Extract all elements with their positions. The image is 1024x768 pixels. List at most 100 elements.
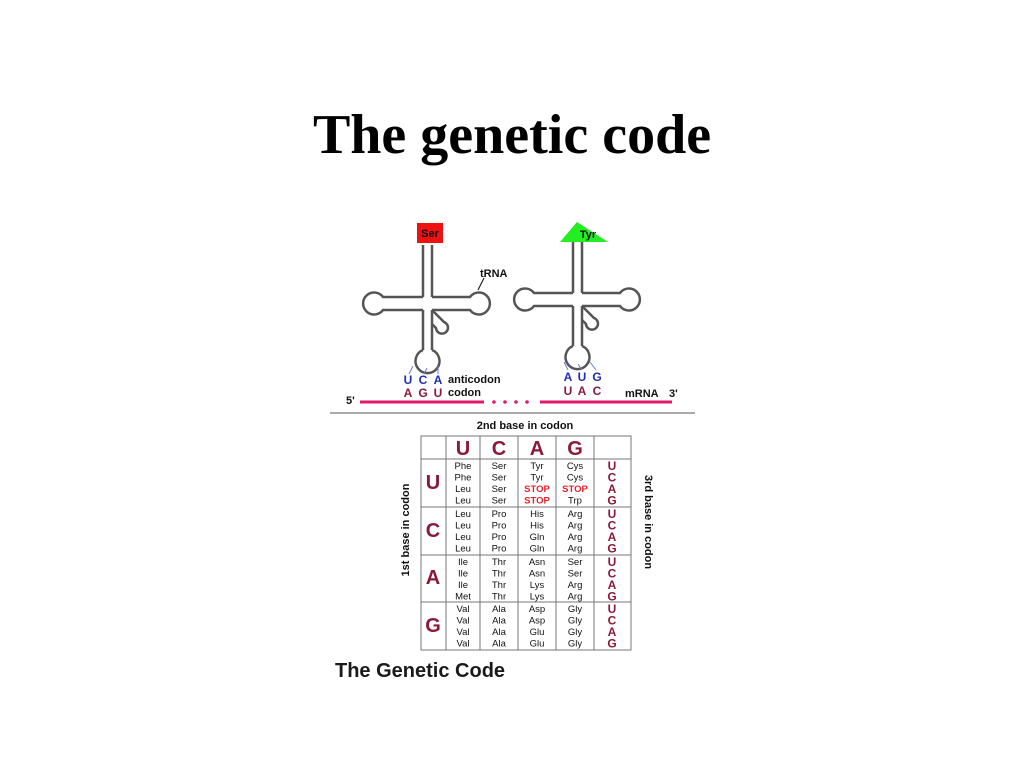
third-base-letter: U: [608, 459, 617, 473]
mrna-strand: [360, 400, 672, 404]
codon-cell-amino-acid: Val: [456, 604, 469, 615]
codon-cell-amino-acid: His: [530, 509, 544, 520]
anticodon-right-1: A: [564, 370, 573, 384]
figure-caption: The Genetic Code: [335, 660, 505, 682]
codon-cell-amino-acid: Ser: [492, 473, 507, 484]
codon-left-2: G: [418, 386, 427, 400]
third-base-letter: A: [608, 482, 617, 496]
third-base-letter: U: [608, 602, 617, 616]
codon-cell-amino-acid: Phe: [455, 473, 472, 484]
third-base-letter: G: [607, 542, 616, 556]
first-base-axis-label: 1st base in codon: [400, 483, 412, 576]
third-base-letter: C: [608, 614, 617, 628]
codon-cell-amino-acid: Leu: [455, 521, 471, 532]
codon-cell-amino-acid: Gln: [530, 544, 545, 555]
codon-cell-amino-acid: STOP: [562, 484, 588, 495]
anticodon-left-1: U: [404, 373, 413, 387]
codon-cell-amino-acid: Pro: [492, 521, 507, 532]
ser-amino-acid-box: [417, 223, 443, 243]
pairing-lines: [408, 361, 597, 375]
tyr-amino-acid-triangle: [560, 222, 608, 242]
codon-cell-amino-acid: Pro: [492, 532, 507, 543]
codon-cell-amino-acid: Gly: [568, 627, 583, 638]
trna-right: [512, 240, 642, 371]
second-base-axis-label: 2nd base in codon: [477, 420, 574, 432]
codon-cell-amino-acid: Thr: [492, 592, 506, 603]
third-base-letter: G: [607, 494, 616, 508]
codon-cell-amino-acid: Cys: [567, 461, 584, 472]
third-base-letter: A: [608, 625, 617, 639]
codon-cell-amino-acid: Val: [456, 639, 469, 650]
codon-cell-amino-acid: Pro: [492, 509, 507, 520]
codon-cell-amino-acid: Ser: [492, 484, 507, 495]
five-prime-label: 5': [346, 395, 355, 407]
anticodon-right-2: U: [578, 370, 587, 384]
codon-cell-amino-acid: Arg: [568, 580, 583, 591]
codon-cell-amino-acid: Ala: [492, 616, 506, 627]
trna-label: tRNA: [480, 268, 508, 280]
anticodon-label: anticodon: [448, 374, 501, 386]
second-base-u: U: [456, 438, 470, 460]
third-base-letter: U: [608, 507, 617, 521]
first-base-u: U: [426, 472, 440, 494]
codon-cell-amino-acid: Gly: [568, 604, 583, 615]
codon-cell-amino-acid: Trp: [568, 496, 582, 507]
codon-cell-amino-acid: Val: [456, 627, 469, 638]
codon-table-cells: PhePheLeuLeuSerSerSerSerTyrTyrSTOPSTOPCy…: [455, 459, 617, 651]
codon-right-1: U: [564, 384, 573, 398]
codon-cell-amino-acid: Arg: [568, 532, 583, 543]
codon-cell-amino-acid: Ser: [492, 496, 507, 507]
codon-cell-amino-acid: Leu: [455, 496, 471, 507]
codon-cell-amino-acid: Gly: [568, 616, 583, 627]
codon-cell-amino-acid: Asn: [529, 569, 545, 580]
third-base-letter: G: [607, 590, 616, 604]
codon-cell-amino-acid: Tyr: [530, 461, 543, 472]
codon-cell-amino-acid: Val: [456, 616, 469, 627]
codon-right-3: C: [593, 384, 602, 398]
codon-cell-amino-acid: Ser: [492, 461, 507, 472]
codon-cell-amino-acid: Ile: [458, 580, 468, 591]
first-base-c: C: [426, 520, 440, 542]
codon-cell-amino-acid: Ser: [568, 557, 583, 568]
codon-cell-amino-acid: Phe: [455, 461, 472, 472]
codon-cell-amino-acid: Arg: [568, 521, 583, 532]
codon-cell-amino-acid: STOP: [524, 496, 550, 507]
anticodon-right-3: G: [592, 370, 601, 384]
codon-cell-amino-acid: Gln: [530, 532, 545, 543]
codon-cell-amino-acid: Arg: [568, 509, 583, 520]
codon-cell-amino-acid: Lys: [530, 592, 545, 603]
codon-right-2: A: [578, 384, 587, 398]
trna-left: [361, 245, 492, 375]
codon-cell-amino-acid: Tyr: [530, 473, 543, 484]
three-prime-label: 3': [669, 388, 678, 400]
codon-cell-amino-acid: Glu: [530, 639, 545, 650]
first-base-g: G: [425, 615, 441, 637]
codon-cell-amino-acid: Asp: [529, 616, 545, 627]
third-base-letter: U: [608, 555, 617, 569]
codon-cell-amino-acid: Ile: [458, 569, 468, 580]
codon-cell-amino-acid: Leu: [455, 509, 471, 520]
third-base-axis-label: 3rd base in codon: [642, 475, 654, 569]
codon-cell-amino-acid: Arg: [568, 592, 583, 603]
codon-cell-amino-acid: Glu: [530, 627, 545, 638]
codon-cell-amino-acid: Arg: [568, 544, 583, 555]
codon-cell-amino-acid: Asn: [529, 557, 545, 568]
codon-cell-amino-acid: Leu: [455, 532, 471, 543]
third-base-letter: C: [608, 567, 617, 581]
codon-label: codon: [448, 387, 481, 399]
codon-cell-amino-acid: Ala: [492, 627, 506, 638]
codon-cell-amino-acid: Leu: [455, 484, 471, 495]
anticodon-left-3: A: [434, 373, 443, 387]
third-base-letter: A: [608, 530, 617, 544]
codon-cell-amino-acid: His: [530, 521, 544, 532]
first-base-a: A: [426, 567, 440, 589]
codon-cell-amino-acid: Cys: [567, 473, 584, 484]
codon-cell-amino-acid: Thr: [492, 569, 506, 580]
trna-diagram: [361, 240, 642, 375]
second-base-a: A: [530, 438, 544, 460]
codon-cell-amino-acid: Met: [455, 592, 471, 603]
codon-cell-amino-acid: Ala: [492, 639, 506, 650]
slide-title: The genetic code: [312, 104, 712, 166]
codon-cell-amino-acid: Ala: [492, 604, 506, 615]
